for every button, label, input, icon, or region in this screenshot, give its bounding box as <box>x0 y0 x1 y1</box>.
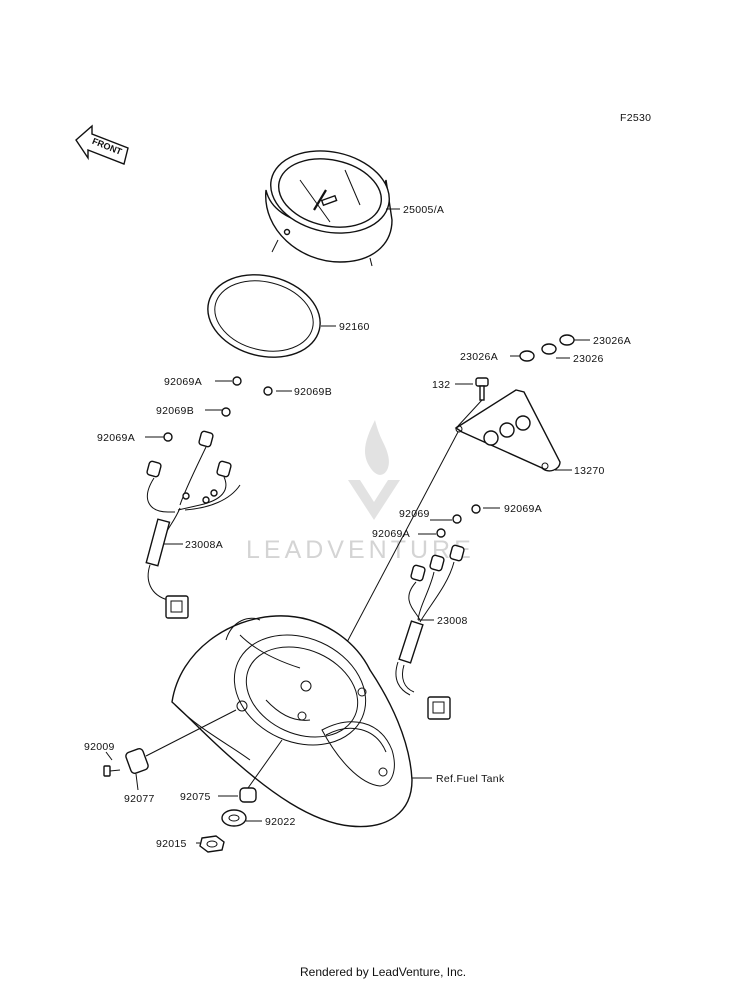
bracket-part <box>454 389 572 472</box>
grommet-part <box>218 739 283 803</box>
meter-housing-part <box>171 615 413 828</box>
label-92075: 92075 <box>180 791 211 803</box>
label-92069a-3: 92069A <box>504 503 542 515</box>
label-23008a: 23008A <box>185 539 223 551</box>
label-23026: 23026 <box>573 353 604 365</box>
label-92069b-1: 92069B <box>294 386 332 398</box>
wire-harness-right-part <box>395 504 500 720</box>
label-92009: 92009 <box>84 741 115 753</box>
front-arrow-icon: FRONT <box>75 124 129 165</box>
label-23026a-2: 23026A <box>460 351 498 363</box>
label-23008: 23008 <box>437 615 468 627</box>
label-92015: 92015 <box>156 838 187 850</box>
label-92069a-2: 92069A <box>97 432 135 444</box>
label-ref-fuel-tank: Ref.Fuel Tank <box>436 773 505 785</box>
watermark-logo: LEADVENTURE <box>246 420 471 564</box>
label-23026a-1: 23026A <box>593 335 631 347</box>
label-92069a-1: 92069A <box>164 376 202 388</box>
nut-part <box>196 835 225 853</box>
label-92077: 92077 <box>124 793 155 805</box>
label-92160: 92160 <box>339 321 370 333</box>
label-92022: 92022 <box>265 816 296 828</box>
label-25005a: 25005/A <box>403 204 444 216</box>
screw-132-part <box>455 377 489 427</box>
washer-part <box>221 809 262 827</box>
figure-code: F2530 <box>620 112 651 124</box>
trip-knob-part <box>103 709 237 791</box>
speedometer-part <box>265 150 400 267</box>
label-92069a-4: 92069A <box>372 528 410 540</box>
indicator-lens-part <box>510 334 590 362</box>
label-13270: 13270 <box>574 465 605 477</box>
wire-harness-left-part <box>145 376 292 619</box>
label-132: 132 <box>432 379 450 391</box>
label-92069b-2: 92069B <box>156 405 194 417</box>
footer-credit: Rendered by LeadVenture, Inc. <box>300 965 466 979</box>
gasket-ring-part <box>207 274 336 358</box>
